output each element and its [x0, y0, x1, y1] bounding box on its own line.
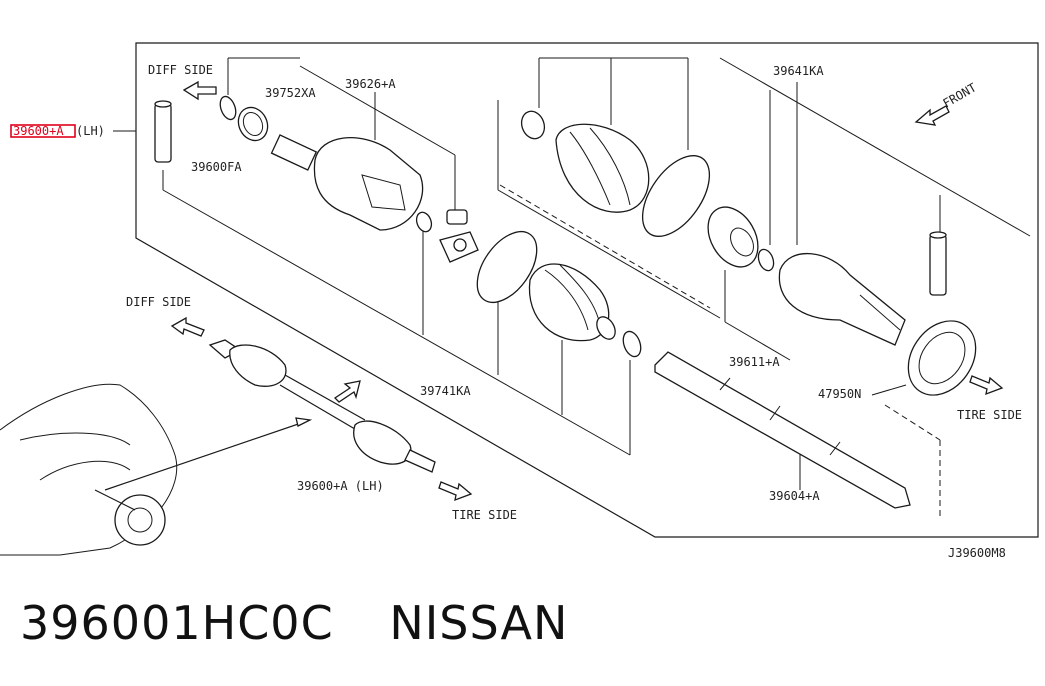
boot-outer [555, 123, 650, 213]
snap-ring-left [219, 95, 237, 121]
diagram-frame [135, 42, 1039, 538]
boot-band-outer [641, 155, 711, 237]
callout-47950N: 47950N [818, 387, 861, 401]
boot-band-inner [476, 231, 538, 303]
callout-39611A: 39611+A [729, 355, 780, 369]
boot-inner-39741KA [528, 263, 616, 342]
callout-39752XA: 39752XA [265, 86, 316, 100]
callout-lh-suffix: (LH) [76, 124, 105, 138]
seal-47950N [907, 320, 977, 396]
arrow-diff-side-top [182, 80, 217, 101]
spacer-right [929, 231, 947, 296]
tripod-joint [439, 209, 479, 263]
arrow-shaft-up [333, 380, 361, 403]
dashed-guides [499, 184, 941, 520]
small-ring-upper [520, 110, 546, 140]
caption-part-number: 396001HC0C [20, 596, 334, 650]
callout-39600A-LH: 39600+A (LH) [297, 479, 384, 493]
highlight-box[interactable] [10, 124, 76, 138]
callout-39641KA: 39641KA [773, 64, 824, 78]
callout-39600-highlight[interactable]: 39600+A [13, 124, 64, 138]
callout-39604A: 39604+A [769, 489, 820, 503]
ball-cage [707, 206, 759, 268]
label-tire-side-bottom: TIRE SIDE [452, 508, 517, 522]
callout-39600FA: 39600FA [191, 160, 242, 174]
inner-joint-housing-39626A [270, 134, 424, 231]
leader-lines [162, 57, 1031, 490]
caption-brand: NISSAN [389, 596, 569, 650]
arrow-tire-side-right [969, 375, 1004, 396]
circlip-outer [757, 248, 775, 272]
vehicle-sketch [0, 383, 313, 556]
assembled-shaft [208, 339, 436, 473]
caption-bar: 396001HC0C NISSAN [20, 596, 608, 650]
label-tire-side-right: TIRE SIDE [957, 408, 1022, 422]
seal-ring-39752XA [237, 106, 269, 142]
spacer-39600FA [154, 100, 172, 163]
callout-39626A: 39626+A [345, 77, 396, 91]
label-diff-side-top: DIFF SIDE [148, 63, 213, 77]
arrow-front [914, 105, 950, 126]
arrow-tire-side-bottom [438, 481, 473, 502]
shaft-39604A [654, 351, 911, 509]
snap-ring-small [415, 211, 433, 233]
arrow-diff-side-mid [170, 316, 205, 337]
small-band-inner [622, 330, 642, 358]
diagram-code: J39600M8 [948, 546, 1006, 560]
outer-joint-39641KA [778, 253, 906, 346]
callout-39741KA: 39741KA [420, 384, 471, 398]
label-diff-side-mid: DIFF SIDE [126, 295, 191, 309]
